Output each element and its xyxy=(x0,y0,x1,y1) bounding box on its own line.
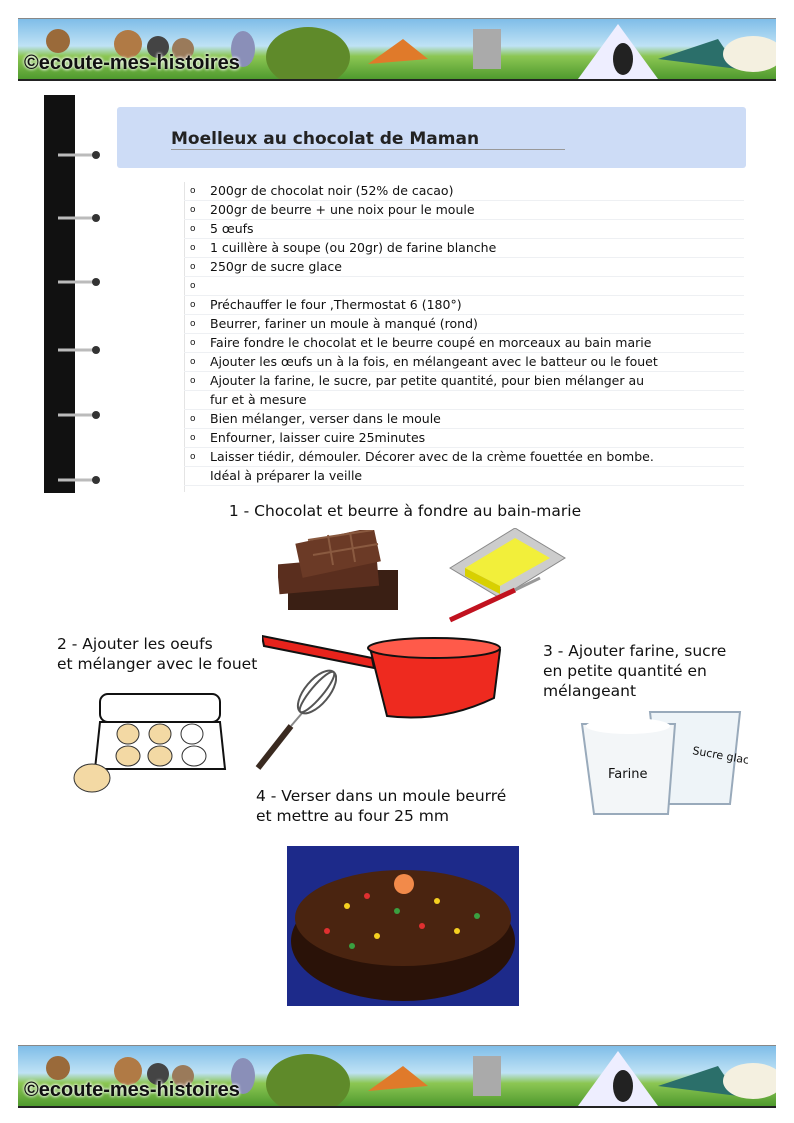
margin-line xyxy=(184,182,185,492)
flour-label: Farine xyxy=(608,767,647,782)
step-2-line-2: et mélanger avec le fouet xyxy=(57,655,258,673)
spiral-ring-icon xyxy=(58,346,100,354)
step-4-line-2: et mettre au four 25 mm xyxy=(256,807,449,825)
whisk-image xyxy=(255,669,337,770)
brand-text: ©ecoute-mes-histoires xyxy=(24,52,240,74)
step-4-line-1: 4 - Verser dans un moule beurré xyxy=(256,787,507,805)
saucepan-image xyxy=(262,634,502,719)
banner-illustration xyxy=(46,1051,776,1106)
step-3-line-3: mélangeant xyxy=(543,682,637,700)
chocolate-image xyxy=(278,530,398,610)
chocolate-cake-photo xyxy=(287,846,519,1006)
flour-sugar-cups-image: Farine Sucre glace xyxy=(580,711,748,815)
header-banner: ©ecoute-mes-histoires xyxy=(18,18,776,81)
spiral-ring-icon xyxy=(58,214,100,222)
spiral-ring-icon xyxy=(58,278,100,286)
step-1-caption: 1 - Chocolat et beurre à fondre au bain-… xyxy=(228,502,582,520)
list-item-continued: fur et à mesure xyxy=(184,391,744,410)
list-item-continued: Idéal à préparer la veille xyxy=(184,467,744,486)
step-2-line-1: 2 - Ajouter les oeufs xyxy=(57,635,213,653)
step-4-caption: 4 - Verser dans un moule beurré et mettre… xyxy=(256,786,506,826)
banner-illustration xyxy=(46,24,776,79)
recipe-title: Moelleux au chocolat de Maman xyxy=(171,129,566,150)
butter-image xyxy=(448,528,566,623)
step-3-line-1: 3 - Ajouter farine, sucre xyxy=(543,642,727,660)
spiral-ring-icon xyxy=(58,151,100,159)
eggs-carton-image xyxy=(73,693,227,793)
step-3-line-2: en petite quantité en xyxy=(543,662,707,680)
spiral-ring-icon xyxy=(58,411,100,419)
spiral-ring-icon xyxy=(58,476,100,484)
step-2-caption: 2 - Ajouter les oeufs et mélanger avec le… xyxy=(57,634,257,674)
brand-text: ©ecoute-mes-histoires xyxy=(24,1079,240,1101)
notebook-spine xyxy=(44,95,75,493)
list-item: o xyxy=(184,277,744,296)
step-3-caption: 3 - Ajouter farine, sucre en petite quant… xyxy=(543,641,726,701)
title-box: Moelleux au chocolat de Maman xyxy=(117,107,746,168)
footer-banner: ©ecoute-mes-histoires xyxy=(18,1045,776,1108)
